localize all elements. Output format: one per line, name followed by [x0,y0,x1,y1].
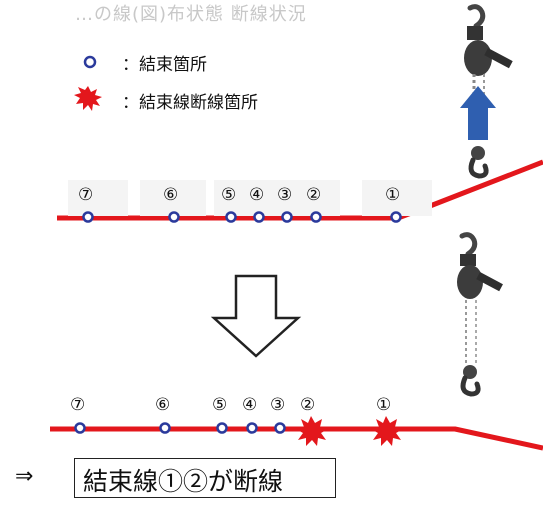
legend-burst-icon [74,86,102,111]
burst-icon-2 [296,416,328,446]
tie-point-icon [168,211,180,223]
legend-tie-point-icon [83,55,97,69]
bottom-label-2: ② [300,395,316,415]
bottom-label-6: ⑥ [155,395,171,415]
legend [74,55,102,111]
conclusion-arrow: ⇒ [15,464,34,489]
top-label-2: ② [306,185,322,205]
tie-point-icon [253,211,265,223]
bottom-label-5: ⑤ [212,395,228,415]
top-label-4: ④ [249,185,265,205]
top-label-1: ① [385,185,401,205]
tie-point-icon [310,211,322,223]
down-arrow-icon [210,274,302,358]
bottom-label-3: ③ [270,395,286,415]
bottom-label-1: ① [376,395,392,415]
tie-point-icon [390,211,402,223]
up-arrow-icon [460,86,496,140]
top-label-5: ⑤ [221,185,237,205]
top-label-bg [140,180,206,216]
top-label-bg [214,180,340,216]
top-chain-hoist-icon [464,4,513,179]
tie-point-icon [274,422,286,434]
top-label-3: ③ [277,185,293,205]
bottom-wire-line [50,426,543,451]
tie-point-icon [246,422,258,434]
bottom-label-4: ④ [242,395,258,415]
top-tie-points [82,211,402,223]
top-label-bg [68,180,128,216]
conclusion-text: 結束線①②が断線 [83,467,284,496]
legend-break-point-label: ：結束線断線箇所 [122,93,258,113]
tie-point-icon [74,422,86,434]
tie-point-icon [159,422,171,434]
top-label-bg [362,180,432,216]
legend-tie-point-label: ：結束箇所 [122,55,207,75]
tie-point-icon [216,422,228,434]
burst-icon-1 [371,416,403,446]
top-label-7: ⑦ [78,185,94,205]
top-faded-text: …の線(図)布状態 断線状況 [75,4,307,25]
tie-point-icon [281,211,293,223]
bottom-chain-hoist-icon [457,232,503,397]
top-label-6: ⑥ [163,185,179,205]
tie-point-icon [225,211,237,223]
bottom-label-7: ⑦ [70,395,86,415]
conclusion-box: 結束線①②が断線 [74,458,336,498]
bottom-tie-points [74,422,286,434]
tie-point-icon [82,211,94,223]
